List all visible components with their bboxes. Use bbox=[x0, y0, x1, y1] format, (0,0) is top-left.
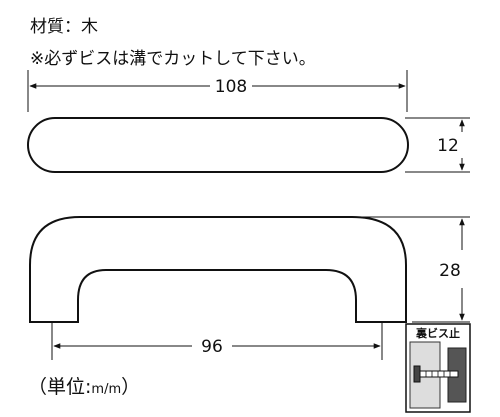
handle-bar-top bbox=[27, 117, 409, 173]
pitch-dim-label: 96 bbox=[201, 337, 223, 357]
depth-dim-label: 28 bbox=[439, 261, 461, 281]
length-dim-label: 108 bbox=[215, 77, 247, 97]
side-view: 28 96 bbox=[29, 216, 470, 360]
material-label: 材質：木 bbox=[30, 17, 98, 37]
top-view: 108 12 bbox=[27, 70, 470, 173]
height-dim-label: 12 bbox=[437, 136, 459, 156]
unit-suffix: ） bbox=[121, 376, 141, 398]
screw-badge-label: 裏ビス止 bbox=[415, 326, 460, 340]
unit-prefix: （単位: bbox=[28, 376, 92, 398]
screw-note: ※必ずビスは溝でカットして下さい。 bbox=[30, 49, 316, 69]
screw-icon bbox=[413, 365, 459, 383]
handle-profile bbox=[29, 216, 407, 323]
screw-badge: 裏ビス止 bbox=[405, 323, 471, 413]
unit-label: （単位:m/m） bbox=[28, 372, 140, 399]
unit-mm: m/m bbox=[91, 382, 122, 397]
